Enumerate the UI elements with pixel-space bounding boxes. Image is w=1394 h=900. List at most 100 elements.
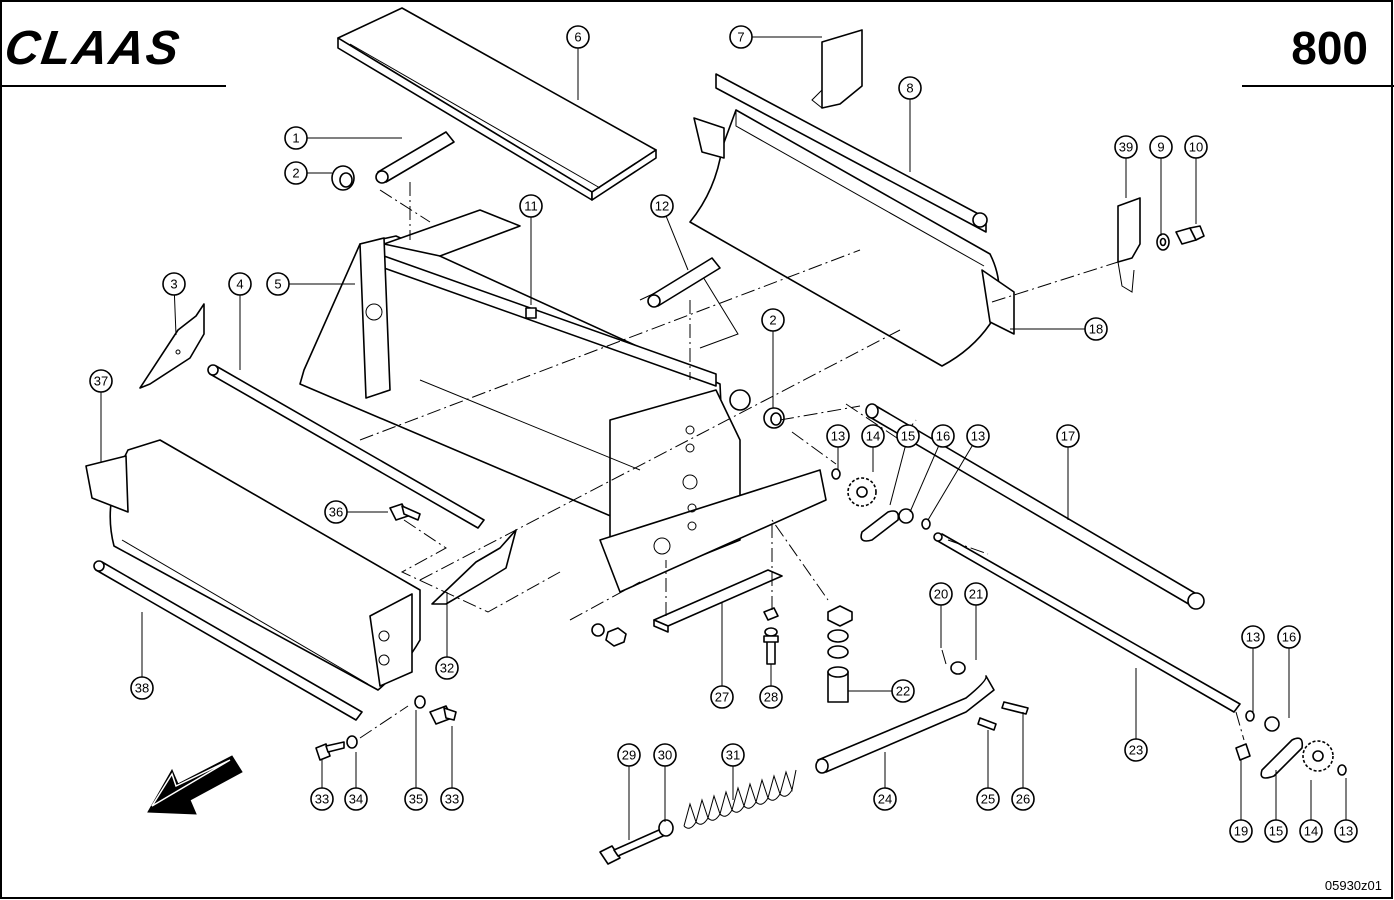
callout-number: 25 — [981, 792, 995, 807]
callout-24: 24 — [873, 752, 897, 811]
callout-number: 13 — [1339, 824, 1353, 839]
callout-bubble — [228, 272, 252, 296]
callout-number: 23 — [1129, 743, 1143, 758]
part-20-cotter-pin — [941, 649, 947, 665]
part-1-pin — [375, 131, 455, 184]
callout-1: 1 — [284, 126, 402, 150]
callout-bubble — [1229, 819, 1253, 843]
callout-bubble — [324, 500, 348, 524]
callout-27: 27 — [710, 602, 734, 709]
part-22-spacer-stack — [827, 605, 853, 703]
callout-16: 16 — [1277, 625, 1301, 718]
part-9-washer — [1156, 233, 1170, 251]
callout-number: 35 — [409, 792, 423, 807]
callout-13: 13 — [1241, 625, 1265, 712]
callout-34: 34 — [344, 752, 368, 811]
callout-number: 19 — [1234, 824, 1248, 839]
part-33-bolt-right — [429, 705, 457, 725]
callout-2: 2 — [284, 161, 332, 185]
callout-bubble — [404, 787, 428, 811]
callout-13: 13 — [1334, 778, 1358, 843]
callout-number: 36 — [329, 505, 343, 520]
callout-17: 17 — [1056, 424, 1080, 520]
callout-number: 16 — [936, 429, 950, 444]
part-28-hardware — [763, 607, 779, 665]
callout-bubble — [1184, 135, 1208, 159]
part-26-pin — [1001, 701, 1029, 715]
part-27-flat-bar — [653, 569, 783, 633]
callout-number: 30 — [658, 748, 672, 763]
callout-bubble — [710, 685, 734, 709]
callout-21: 21 — [964, 582, 988, 660]
part-10-bolt — [1175, 225, 1205, 245]
drawing-code: 05930z01 — [1325, 878, 1382, 893]
callout-bubble — [1334, 819, 1358, 843]
callout-number: 20 — [934, 587, 948, 602]
callout-11: 11 — [519, 194, 543, 305]
callout-bubble — [284, 126, 308, 150]
callout-14: 14 — [861, 424, 885, 472]
callout-number: 27 — [715, 690, 729, 705]
callout-bubble — [759, 685, 783, 709]
part-2-bushing — [331, 165, 355, 191]
callout-31: 31 — [721, 743, 745, 800]
callout-number: 7 — [737, 30, 744, 45]
callout-19: 19 — [1229, 760, 1253, 843]
callout-25: 25 — [976, 730, 1000, 811]
callout-8: 8 — [898, 76, 922, 172]
callout-4: 4 — [228, 272, 252, 370]
callout-bubble — [1011, 787, 1035, 811]
callout-bubble — [519, 194, 543, 218]
brand-logo: CLAAS — [1, 21, 184, 75]
callout-bubble — [931, 424, 955, 448]
part-5-central-frame — [299, 209, 827, 593]
callout-6: 6 — [566, 25, 590, 100]
callout-13: 13 — [927, 424, 990, 521]
callout-bubble — [266, 272, 290, 296]
callout-bubble — [929, 582, 953, 606]
callout-number: 18 — [1089, 322, 1103, 337]
callout-number: 8 — [906, 81, 913, 96]
part-37-roller-housing — [85, 439, 421, 691]
callout-bubble — [896, 424, 920, 448]
callout-bubble — [617, 743, 641, 767]
callout-number: 3 — [170, 277, 177, 292]
callout-number: 2 — [769, 313, 776, 328]
part-36-bolt — [389, 503, 421, 521]
sprocket-group-lower — [1235, 710, 1347, 779]
callout-number: 6 — [574, 30, 581, 45]
part-38-rod — [93, 560, 363, 721]
part-21-washer — [950, 661, 966, 675]
callout-20: 20 — [929, 582, 953, 648]
callout-30: 30 — [653, 743, 677, 822]
part-23-shaft — [933, 532, 1241, 713]
leader-line — [173, 294, 177, 336]
callout-bubble — [1299, 819, 1323, 843]
arrow-down-left-icon — [147, 755, 243, 815]
callout-number: 13 — [831, 429, 845, 444]
part-30-washer — [658, 819, 674, 837]
callout-number: 34 — [349, 792, 363, 807]
callout-35: 35 — [404, 710, 428, 811]
part-3-guide-plate — [139, 303, 205, 389]
callout-number: 14 — [1304, 824, 1318, 839]
callout-bubble — [344, 787, 368, 811]
callout-bubble — [1084, 317, 1108, 341]
callout-number: 17 — [1061, 429, 1075, 444]
callout-number: 16 — [1282, 630, 1296, 645]
callout-14: 14 — [1299, 780, 1323, 843]
callout-7: 7 — [729, 25, 822, 49]
callout-bubble — [966, 424, 990, 448]
callout-number: 9 — [1157, 140, 1164, 155]
callout-number: 29 — [622, 748, 636, 763]
leader-line — [665, 216, 689, 271]
callout-bubble — [721, 743, 745, 767]
callout-16: 16 — [909, 424, 955, 513]
callout-bubble — [284, 161, 308, 185]
sprocket-group-upper — [831, 468, 931, 542]
callout-3: 3 — [162, 272, 186, 336]
part-35-washer — [414, 695, 426, 709]
callout-15: 15 — [1264, 770, 1288, 843]
callout-number: 22 — [896, 684, 910, 699]
